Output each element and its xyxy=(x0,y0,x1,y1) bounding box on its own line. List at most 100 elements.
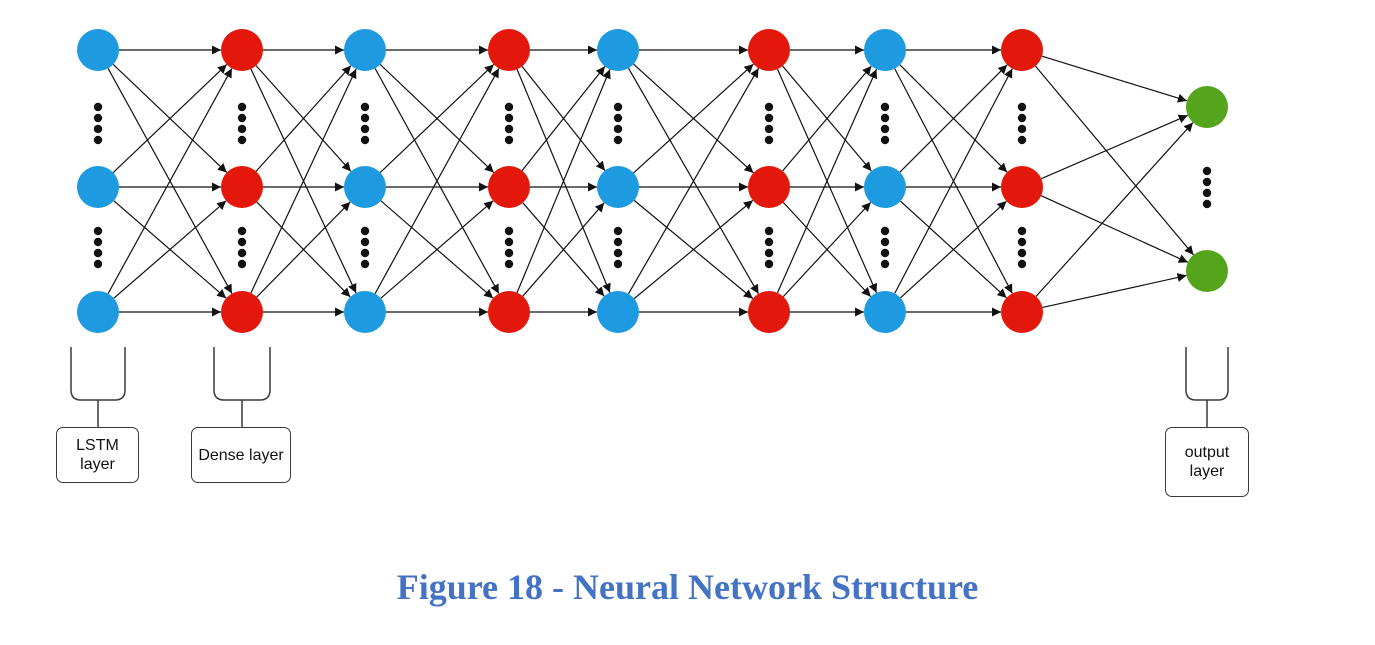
dense-neuron xyxy=(488,166,530,208)
connection-arrow xyxy=(633,199,754,300)
ellipsis-dot xyxy=(764,248,774,258)
connection-arrow xyxy=(112,64,228,173)
ellipsis-dot xyxy=(504,237,514,247)
ellipsis-dot xyxy=(93,113,103,123)
ellipsis-dot xyxy=(237,102,247,112)
dense-neuron xyxy=(1001,291,1043,333)
ellipsis-dot xyxy=(764,124,774,134)
ellipsis-dot xyxy=(237,248,247,258)
ellipsis-dot xyxy=(1017,113,1027,123)
dense-neuron xyxy=(1001,29,1043,71)
connection-arrow xyxy=(380,200,494,299)
ellipsis-dot xyxy=(880,113,890,123)
ellipsis-dot xyxy=(1202,166,1212,176)
ellipsis-dot xyxy=(93,259,103,269)
connection-arrow xyxy=(1042,273,1187,309)
dense-neuron xyxy=(748,291,790,333)
ellipsis-dot xyxy=(93,124,103,134)
ellipsis-dot xyxy=(360,135,370,145)
ellipsis-dot xyxy=(1202,188,1212,198)
ellipsis-dot xyxy=(1017,248,1027,258)
ellipsis-dot xyxy=(360,237,370,247)
ellipsis-dot xyxy=(1017,135,1027,145)
connection-arrow xyxy=(521,66,606,171)
ellipsis-dot xyxy=(1017,259,1027,269)
connection-arrow xyxy=(522,202,605,297)
lstm-layer-label: LSTM layer xyxy=(56,427,139,483)
ellipsis-dot xyxy=(360,259,370,269)
ellipsis-dot xyxy=(504,259,514,269)
ellipsis-dot xyxy=(504,248,514,258)
ellipsis-dot xyxy=(360,113,370,123)
ellipsis-dot xyxy=(764,102,774,112)
ellipsis-dot xyxy=(93,226,103,236)
ellipsis-dot xyxy=(1017,237,1027,247)
ellipsis-dot xyxy=(880,259,890,269)
ellipsis-dot xyxy=(613,237,623,247)
ellipsis-dot xyxy=(764,259,774,269)
connection-arrow xyxy=(374,68,500,294)
ellipsis-dot xyxy=(504,113,514,123)
output-layer-label: output layer xyxy=(1165,427,1249,497)
ellipsis-dot xyxy=(613,226,623,236)
lstm-neuron xyxy=(77,29,119,71)
ellipsis-dot xyxy=(360,124,370,134)
connection-arrow xyxy=(1040,195,1189,263)
connection-arrow xyxy=(250,68,357,294)
connection-arrow xyxy=(782,201,872,298)
connection-arrow xyxy=(776,68,878,294)
ellipsis-dot xyxy=(93,135,103,145)
connection-arrow xyxy=(900,200,1007,299)
layer-bracket xyxy=(1185,347,1229,427)
ellipsis-dot xyxy=(360,102,370,112)
ellipsis-dot xyxy=(237,124,247,134)
dense-neuron xyxy=(488,29,530,71)
ellipsis-dot xyxy=(764,135,774,145)
connection-arrow xyxy=(379,64,495,173)
connection-arrow xyxy=(1041,114,1188,180)
ellipsis-dot xyxy=(613,248,623,258)
connection-arrow xyxy=(1035,65,1194,256)
ellipsis-dot xyxy=(764,237,774,247)
ellipsis-dot xyxy=(93,102,103,112)
ellipsis-dot xyxy=(1202,199,1212,209)
ellipsis-dot xyxy=(880,237,890,247)
lstm-neuron xyxy=(864,291,906,333)
connection-arrow xyxy=(255,65,352,172)
ellipsis-dot xyxy=(504,135,514,145)
ellipsis-dot xyxy=(93,237,103,247)
lstm-neuron xyxy=(864,29,906,71)
dense-neuron xyxy=(748,166,790,208)
ellipsis-dot xyxy=(880,226,890,236)
connection-arrow xyxy=(633,63,754,174)
lstm-neuron xyxy=(344,29,386,71)
connection-arrow xyxy=(516,69,611,293)
connection-arrow xyxy=(1041,55,1188,103)
ellipsis-dot xyxy=(93,248,103,258)
connection-arrow xyxy=(899,64,1008,173)
connection-arrow xyxy=(782,65,872,172)
lstm-neuron xyxy=(864,166,906,208)
ellipsis-dot xyxy=(1017,226,1027,236)
layer-brackets xyxy=(70,347,1229,427)
ellipsis-dot xyxy=(613,259,623,269)
ellipsis-dot xyxy=(613,124,623,134)
ellipsis-dot xyxy=(237,113,247,123)
ellipsis-dot xyxy=(237,226,247,236)
connections xyxy=(107,45,1194,317)
lstm-neuron xyxy=(344,291,386,333)
ellipsis-dot xyxy=(880,135,890,145)
ellipsis-dot xyxy=(1017,124,1027,134)
ellipsis-dot xyxy=(504,102,514,112)
ellipsis-dot xyxy=(764,226,774,236)
output-neuron xyxy=(1186,86,1228,128)
output-neuron xyxy=(1186,250,1228,292)
ellipsis-dot xyxy=(764,113,774,123)
lstm-neuron xyxy=(344,166,386,208)
ellipsis-dot xyxy=(360,248,370,258)
ellipsis-dot xyxy=(613,102,623,112)
connection-arrow xyxy=(894,68,1013,294)
ellipsis-dot xyxy=(880,248,890,258)
ellipsis-dot xyxy=(880,102,890,112)
ellipsis-dot xyxy=(237,135,247,145)
